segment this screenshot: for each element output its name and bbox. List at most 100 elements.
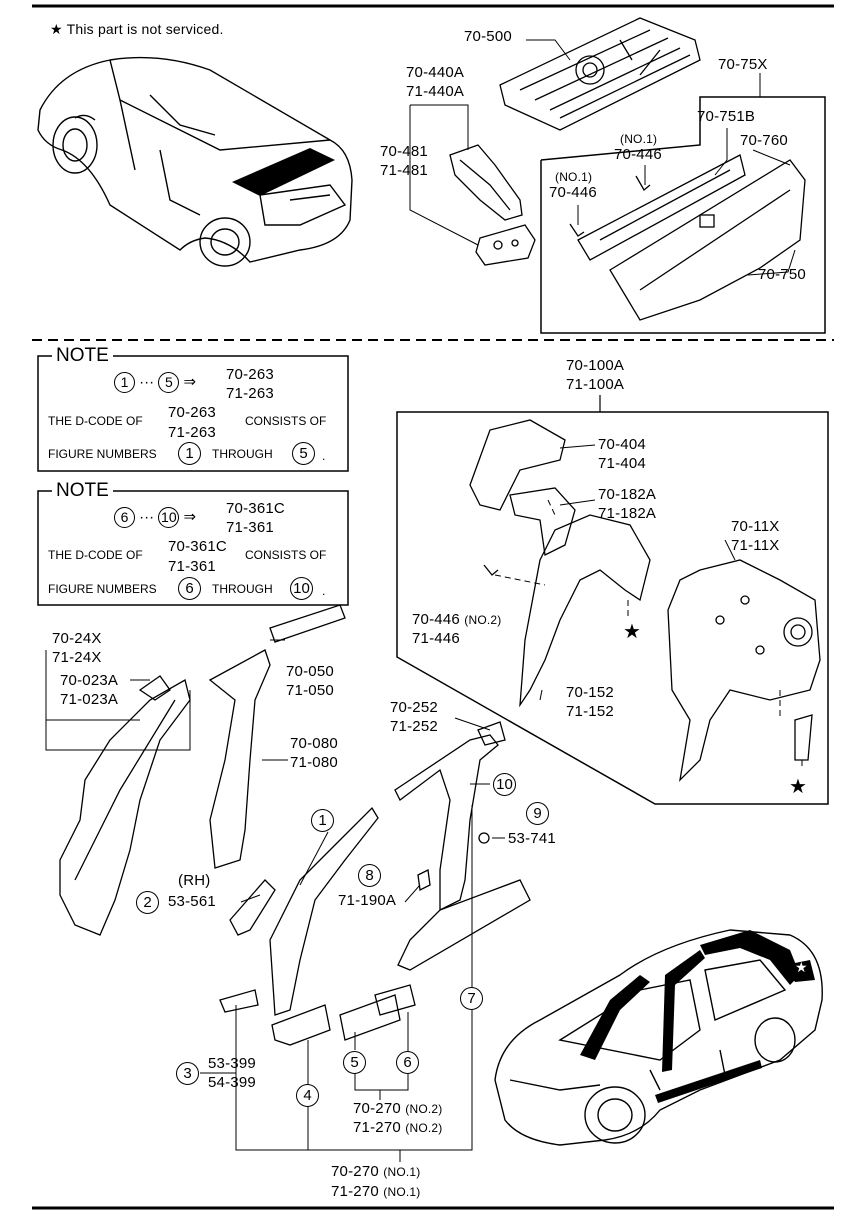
part-70-24x: 70-24X xyxy=(52,630,102,647)
leader-lines-lower xyxy=(45,639,505,1162)
note1-arrow: ⇒ xyxy=(183,373,197,391)
note1-from-circle: 1 xyxy=(114,372,135,393)
note2-code-a: 70-361C xyxy=(226,500,285,517)
part-70-270-no2: 70-270 (NO.2) xyxy=(353,1100,443,1118)
part-71-100a: 71-100A xyxy=(566,376,625,393)
callout-9: 9 xyxy=(526,802,549,825)
note1-text-d: THROUGH xyxy=(212,447,273,461)
part-70-152: 70-152 xyxy=(566,684,614,701)
no2-label: (NO.2) xyxy=(464,613,502,627)
note1-text-a: THE D-CODE OF xyxy=(48,414,143,428)
part-71-404: 71-404 xyxy=(598,455,646,472)
part-70-270-no2-code: 70-270 xyxy=(353,1100,401,1117)
part-71-270-no2-code: 71-270 xyxy=(353,1119,401,1136)
note1-range: 1 ··· 5 ⇒ xyxy=(114,372,196,393)
part-71-023a: 71-023A xyxy=(60,691,119,708)
part-70-270-no1-code: 70-270 xyxy=(331,1163,379,1180)
note2-to-circle: 10 xyxy=(158,507,180,528)
assembly-70-100a-box xyxy=(396,411,829,805)
part-70-050: 70-050 xyxy=(286,663,334,680)
part-70-750: 70-750 xyxy=(758,266,806,283)
part-71-252: 71-252 xyxy=(390,718,438,735)
callout-2: 2 xyxy=(136,891,159,914)
note2-text-d: THROUGH xyxy=(212,582,273,596)
part-71-190a: 71-190A xyxy=(338,892,397,909)
rear-end-panel-parts xyxy=(569,154,806,321)
note2-code-c: 70-361C xyxy=(168,538,227,555)
part-70-440a: 70-440A xyxy=(406,64,465,81)
part-71-270-no2: 71-270 (NO.2) xyxy=(353,1119,443,1137)
note2-from-circle: 6 xyxy=(114,507,135,528)
part-71-270-no1: 71-270 (NO.1) xyxy=(331,1183,421,1201)
part-70-446-a: 70-446 xyxy=(614,146,662,163)
note2-frame xyxy=(37,490,349,606)
note1-code-c: 70-263 xyxy=(168,404,216,421)
note2-text-a: THE D-CODE OF xyxy=(48,548,143,562)
part-70-751b: 70-751B xyxy=(697,108,756,125)
note2-code-d: 71-361 xyxy=(168,558,216,575)
part-71-11x: 71-11X xyxy=(731,537,780,554)
callout-3: 3 xyxy=(176,1062,199,1085)
part-71-481: 71-481 xyxy=(380,162,428,179)
rear-quarter-inner-parts xyxy=(469,419,821,782)
part-71-440a: 71-440A xyxy=(406,83,465,100)
part-70-500: 70-500 xyxy=(464,28,512,45)
part-71-080: 71-080 xyxy=(290,754,338,771)
svg-text:★: ★ xyxy=(789,774,807,798)
callout-4: 4 xyxy=(296,1084,319,1107)
note1-code-d: 71-263 xyxy=(168,424,216,441)
legend: ★ This part is not serviced. xyxy=(50,20,224,38)
note1-text-b: CONSISTS OF xyxy=(245,414,327,428)
no1-label-b: (NO.1) xyxy=(383,1185,421,1199)
star-icon: ★ xyxy=(50,21,63,37)
part-71-270-no1-code: 71-270 xyxy=(331,1183,379,1200)
note1-title: NOTE xyxy=(52,345,113,367)
sedan-star-marker: ★ xyxy=(795,960,808,976)
note2-range: 6 ··· 10 ⇒ xyxy=(114,507,196,528)
note1-dots: ··· xyxy=(139,373,155,391)
no1-label-a: (NO.1) xyxy=(383,1165,421,1179)
note1-text-c: FIGURE NUMBERS xyxy=(48,447,157,461)
front-pillar-parts xyxy=(59,604,531,1046)
callout-7: 7 xyxy=(460,987,483,1010)
part-53-561: 53-561 xyxy=(168,893,216,910)
callout-8: 8 xyxy=(358,864,381,887)
note2-title: NOTE xyxy=(52,480,113,502)
legend-text: This part is not serviced. xyxy=(66,21,224,37)
note1-code-a: 70-263 xyxy=(226,366,274,383)
part-70-252: 70-252 xyxy=(390,699,438,716)
note2-fig-from: 6 xyxy=(178,577,201,600)
part-71-182a: 71-182A xyxy=(598,505,657,522)
note2-period: . xyxy=(322,584,326,598)
svg-text:★: ★ xyxy=(623,619,641,643)
part-70-446-no2: 70-446 (NO.2) xyxy=(412,611,502,629)
leader-lines-right xyxy=(539,444,736,701)
part-70-023a: 70-023A xyxy=(60,672,119,689)
rh-label: (RH) xyxy=(178,872,211,889)
note2-code-b: 71-361 xyxy=(226,519,274,536)
note2-dots: ··· xyxy=(139,508,155,526)
part-54-399: 54-399 xyxy=(208,1074,256,1091)
note1-code-b: 71-263 xyxy=(226,385,274,402)
note2-arrow: ⇒ xyxy=(183,508,197,526)
part-70-446-b: 70-446 xyxy=(549,184,597,201)
part-53-399: 53-399 xyxy=(208,1055,256,1072)
part-70-11x: 70-11X xyxy=(731,518,780,535)
hatchback-car-illustration xyxy=(37,56,353,267)
rear-panel-highlight xyxy=(232,148,335,196)
part-70-270-no1: 70-270 (NO.1) xyxy=(331,1163,421,1181)
note1-frame xyxy=(37,355,349,472)
part-70-080: 70-080 xyxy=(290,735,338,752)
part-70-182a: 70-182A xyxy=(598,486,657,503)
part-70-404: 70-404 xyxy=(598,436,646,453)
assembly-70-75x-box xyxy=(540,96,826,334)
part-70-760: 70-760 xyxy=(740,132,788,149)
no2-label-b: (NO.2) xyxy=(405,1121,443,1135)
part-70-75x: 70-75X xyxy=(718,56,768,73)
part-71-050: 71-050 xyxy=(286,682,334,699)
note1-to-circle: 5 xyxy=(158,372,180,393)
part-71-152: 71-152 xyxy=(566,703,614,720)
sedan-pillar-highlights xyxy=(580,930,815,1103)
